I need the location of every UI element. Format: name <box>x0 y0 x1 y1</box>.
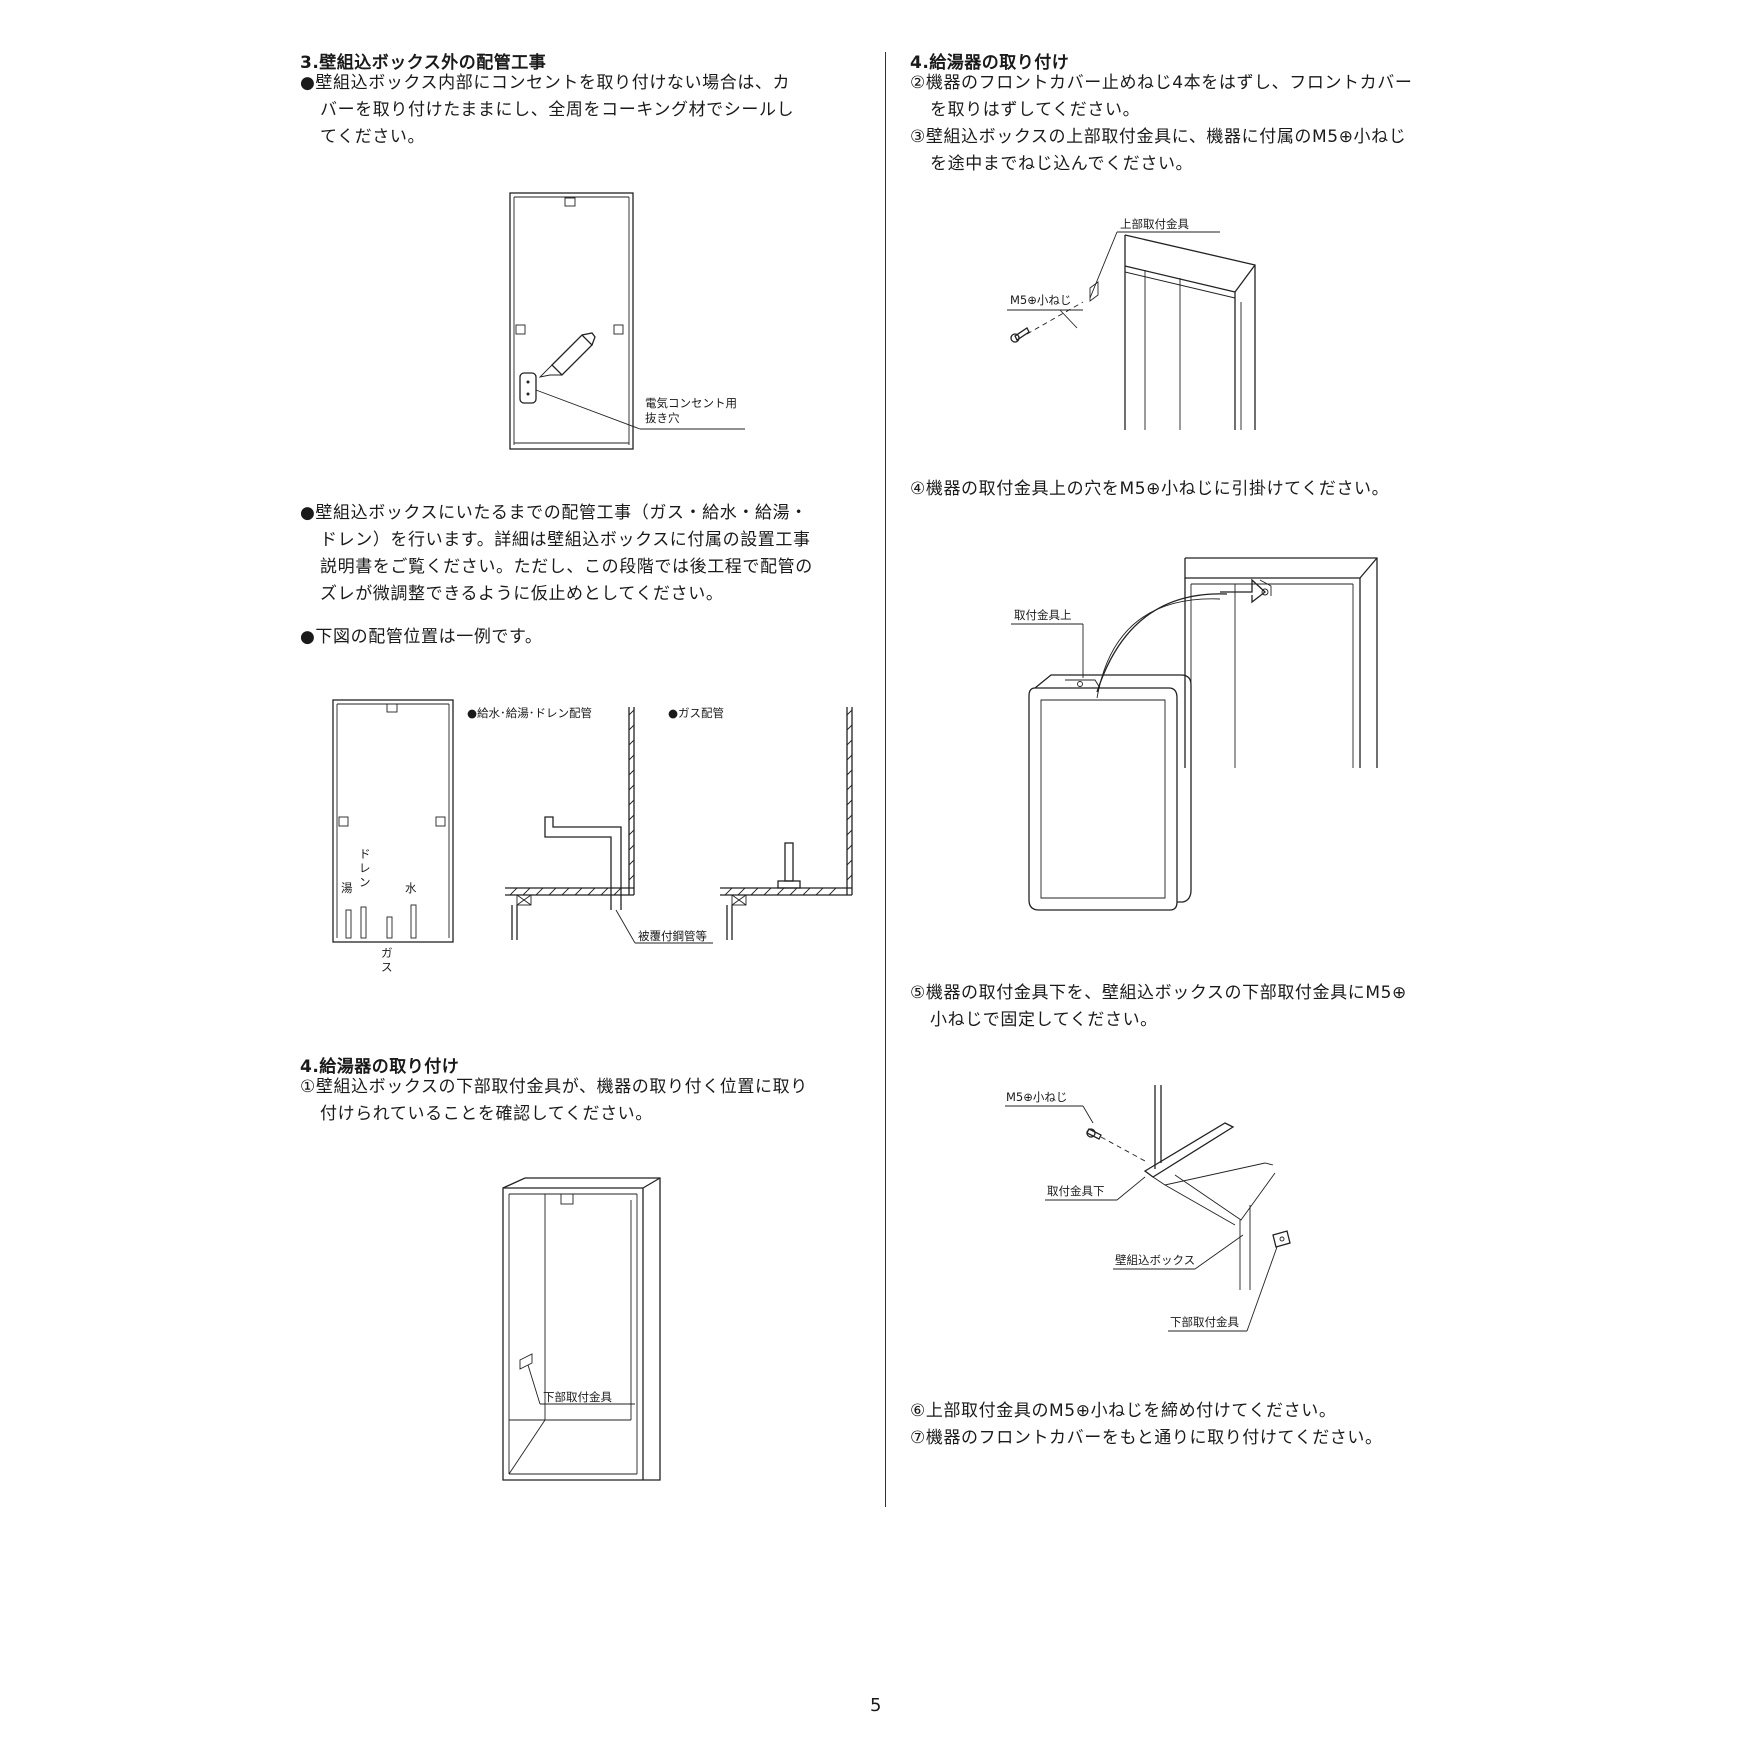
drain-label-2: レ <box>359 861 371 875</box>
text-line: ドレン）を行います。詳細は壁組込ボックスに付属の設置工事 <box>320 530 811 550</box>
text-line: を取りはずしてください。 <box>930 100 1141 120</box>
outlet-label-line2: 抜き穴 <box>645 411 680 425</box>
text-line: てください。 <box>320 127 426 147</box>
upper-bracket-label: 上部取付金具 <box>1120 217 1189 231</box>
lower-mount-label: 取付金具下 <box>1047 1184 1105 1198</box>
drain-label-3: ン <box>359 875 371 889</box>
screw-label: M5⊕小ねじ <box>1010 293 1071 307</box>
screw-label-2: M5⊕小ねじ <box>1006 1090 1067 1104</box>
text-line: を途中までねじ込んでください。 <box>930 154 1194 174</box>
page-number: 5 <box>870 1695 882 1716</box>
text-line: ⑥上部取付金具のM5⊕小ねじを締め付けてください。 <box>910 1401 1337 1421</box>
figure-box-outlet: 電気コンセント用 抜き穴 <box>509 192 745 450</box>
figure-upper-bracket-screw: 上部取付金具 M5⊕小ねじ <box>1007 217 1256 430</box>
column-divider <box>885 52 886 1507</box>
text-line: ズレが微調整できるように仮止めとしてください。 <box>320 584 724 604</box>
section3-paragraph-3: ●下図の配管位置は一例です。 <box>300 627 543 647</box>
section3-paragraph-2: ●壁組込ボックスにいたるまでの配管工事（ガス・給水・給湯・ ドレン）を行います。… <box>300 500 860 608</box>
section4-heading-right: 4.給湯器の取り付け <box>910 53 1070 73</box>
step-4: ④機器の取付金具上の穴をM5⊕小ねじに引掛けてください。 <box>910 479 1390 499</box>
text-line: ⑤機器の取付金具下を、壁組込ボックスの下部取付金具にM5⊕ <box>910 983 1407 1003</box>
text-line: 小ねじで固定してください。 <box>930 1010 1158 1030</box>
text-line: ③壁組込ボックスの上部取付金具に、機器に付属のM5⊕小ねじ <box>910 127 1407 147</box>
step-5: ⑤機器の取付金具下を、壁組込ボックスの下部取付金具にM5⊕ 小ねじで固定してくだ… <box>910 980 1470 1034</box>
drain-label-1: ド <box>359 847 371 861</box>
lower-bracket-label-2: 下部取付金具 <box>1170 1315 1239 1329</box>
upper-mount-label: 取付金具上 <box>1014 608 1072 622</box>
section4-paragraph-1: ①壁組込ボックスの下部取付金具が、機器の取り付く位置に取り 付けられていることを… <box>300 1074 860 1128</box>
lower-bracket-label: 下部取付金具 <box>543 1390 612 1404</box>
text-line: ●壁組込ボックスにいたるまでの配管工事（ガス・給水・給湯・ <box>300 503 808 523</box>
gas-piping-label: ●ガス配管 <box>668 706 724 720</box>
section4-heading-left: 4.給湯器の取り付け <box>300 1057 460 1077</box>
figure-lower-bracket: 下部取付金具 <box>502 1177 661 1481</box>
steps-2-3: ②機器のフロントカバー止めねじ4本をはずし、フロントカバー を取りはずしてくださ… <box>910 70 1470 178</box>
section3-heading: 3.壁組込ボックス外の配管工事 <box>300 53 547 73</box>
hot-label: 湯 <box>341 881 353 895</box>
water-piping-label: ●給水･給湯･ドレン配管 <box>467 706 592 720</box>
text-line: ●壁組込ボックス内部にコンセントを取り付けない場合は、カ <box>300 73 791 93</box>
steps-6-7: ⑥上部取付金具のM5⊕小ねじを締め付けてください。 ⑦機器のフロントカバーをもと… <box>910 1398 1470 1452</box>
section3-paragraph-1: ●壁組込ボックス内部にコンセントを取り付けない場合は、カ バーを取り付けたままに… <box>300 70 860 151</box>
text-line: バーを取り付けたままにし、全周をコーキング材でシールし <box>320 100 795 120</box>
pipe-label: 被覆付鋼管等 <box>638 929 707 943</box>
gas-label-1: ガ <box>381 946 393 960</box>
figure-piping-positions: 湯 ド レ ン 水 ガ ス ●給水･給湯･ドレン配管 被覆付鋼管等 ●ガス配管 <box>332 699 853 974</box>
wall-box-label: 壁組込ボックス <box>1115 1253 1195 1267</box>
water-label: 水 <box>405 881 417 895</box>
gas-label-2: ス <box>381 960 393 974</box>
text-line: ①壁組込ボックスの下部取付金具が、機器の取り付く位置に取り <box>300 1077 808 1097</box>
outlet-label-line1: 電気コンセント用 <box>645 396 737 410</box>
text-line: 説明書をご覧ください。ただし、この段階では後工程で配管の <box>320 557 813 577</box>
figure-hang-heater: 取付金具上 <box>1011 557 1378 911</box>
text-line: ②機器のフロントカバー止めねじ4本をはずし、フロントカバー <box>910 73 1413 93</box>
text-line: 付けられていることを確認してください。 <box>320 1104 653 1124</box>
figure-lower-fastening: M5⊕小ねじ 取付金具下 壁組込ボックス 下部取付金具 <box>1005 1085 1291 1332</box>
text-line: ⑦機器のフロントカバーをもと通りに取り付けてください。 <box>910 1428 1383 1448</box>
